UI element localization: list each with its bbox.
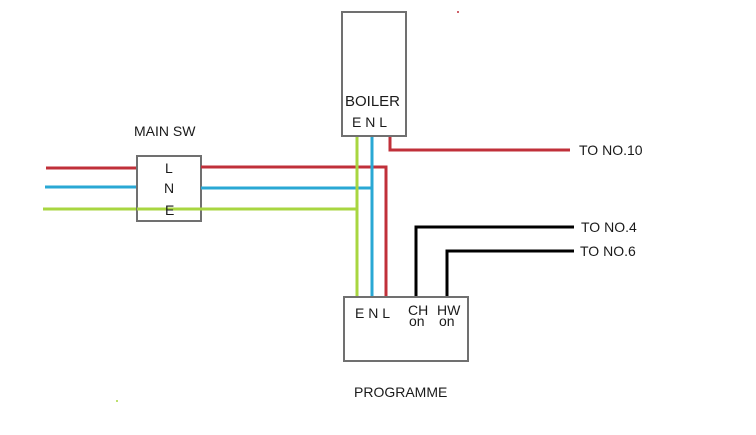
main-switch-terminal-l: L xyxy=(165,160,173,176)
to-no6-label: TO NO.6 xyxy=(580,243,636,259)
programmer-label: PROGRAMME xyxy=(354,384,447,400)
to-no10-label: TO NO.10 xyxy=(579,142,643,158)
boiler-terminals: E N L xyxy=(352,114,387,130)
programmer-ch-label: CH xyxy=(408,302,428,318)
stray-dot xyxy=(457,11,459,13)
programmer-hw-label: HW xyxy=(437,302,461,318)
stray-dot xyxy=(116,400,118,402)
to-no10-wire xyxy=(388,136,570,152)
programmer-box xyxy=(343,296,469,362)
programmer-terminals: E N L xyxy=(355,305,390,321)
main-switch-terminal-e: E xyxy=(165,202,174,218)
to-no4-label: TO NO.4 xyxy=(581,219,637,235)
boiler-box xyxy=(341,11,407,137)
live-feed-wire xyxy=(201,165,388,300)
to-no6-wire xyxy=(445,249,574,298)
programmer-hw-on-label: on xyxy=(439,313,455,329)
to-no4-wire xyxy=(414,225,574,298)
main-switch-label: MAIN SW xyxy=(134,123,196,139)
programmer-ch-on-label: on xyxy=(409,313,425,329)
main-switch-terminal-n: N xyxy=(164,180,174,196)
boiler-label: BOILER xyxy=(345,93,400,110)
